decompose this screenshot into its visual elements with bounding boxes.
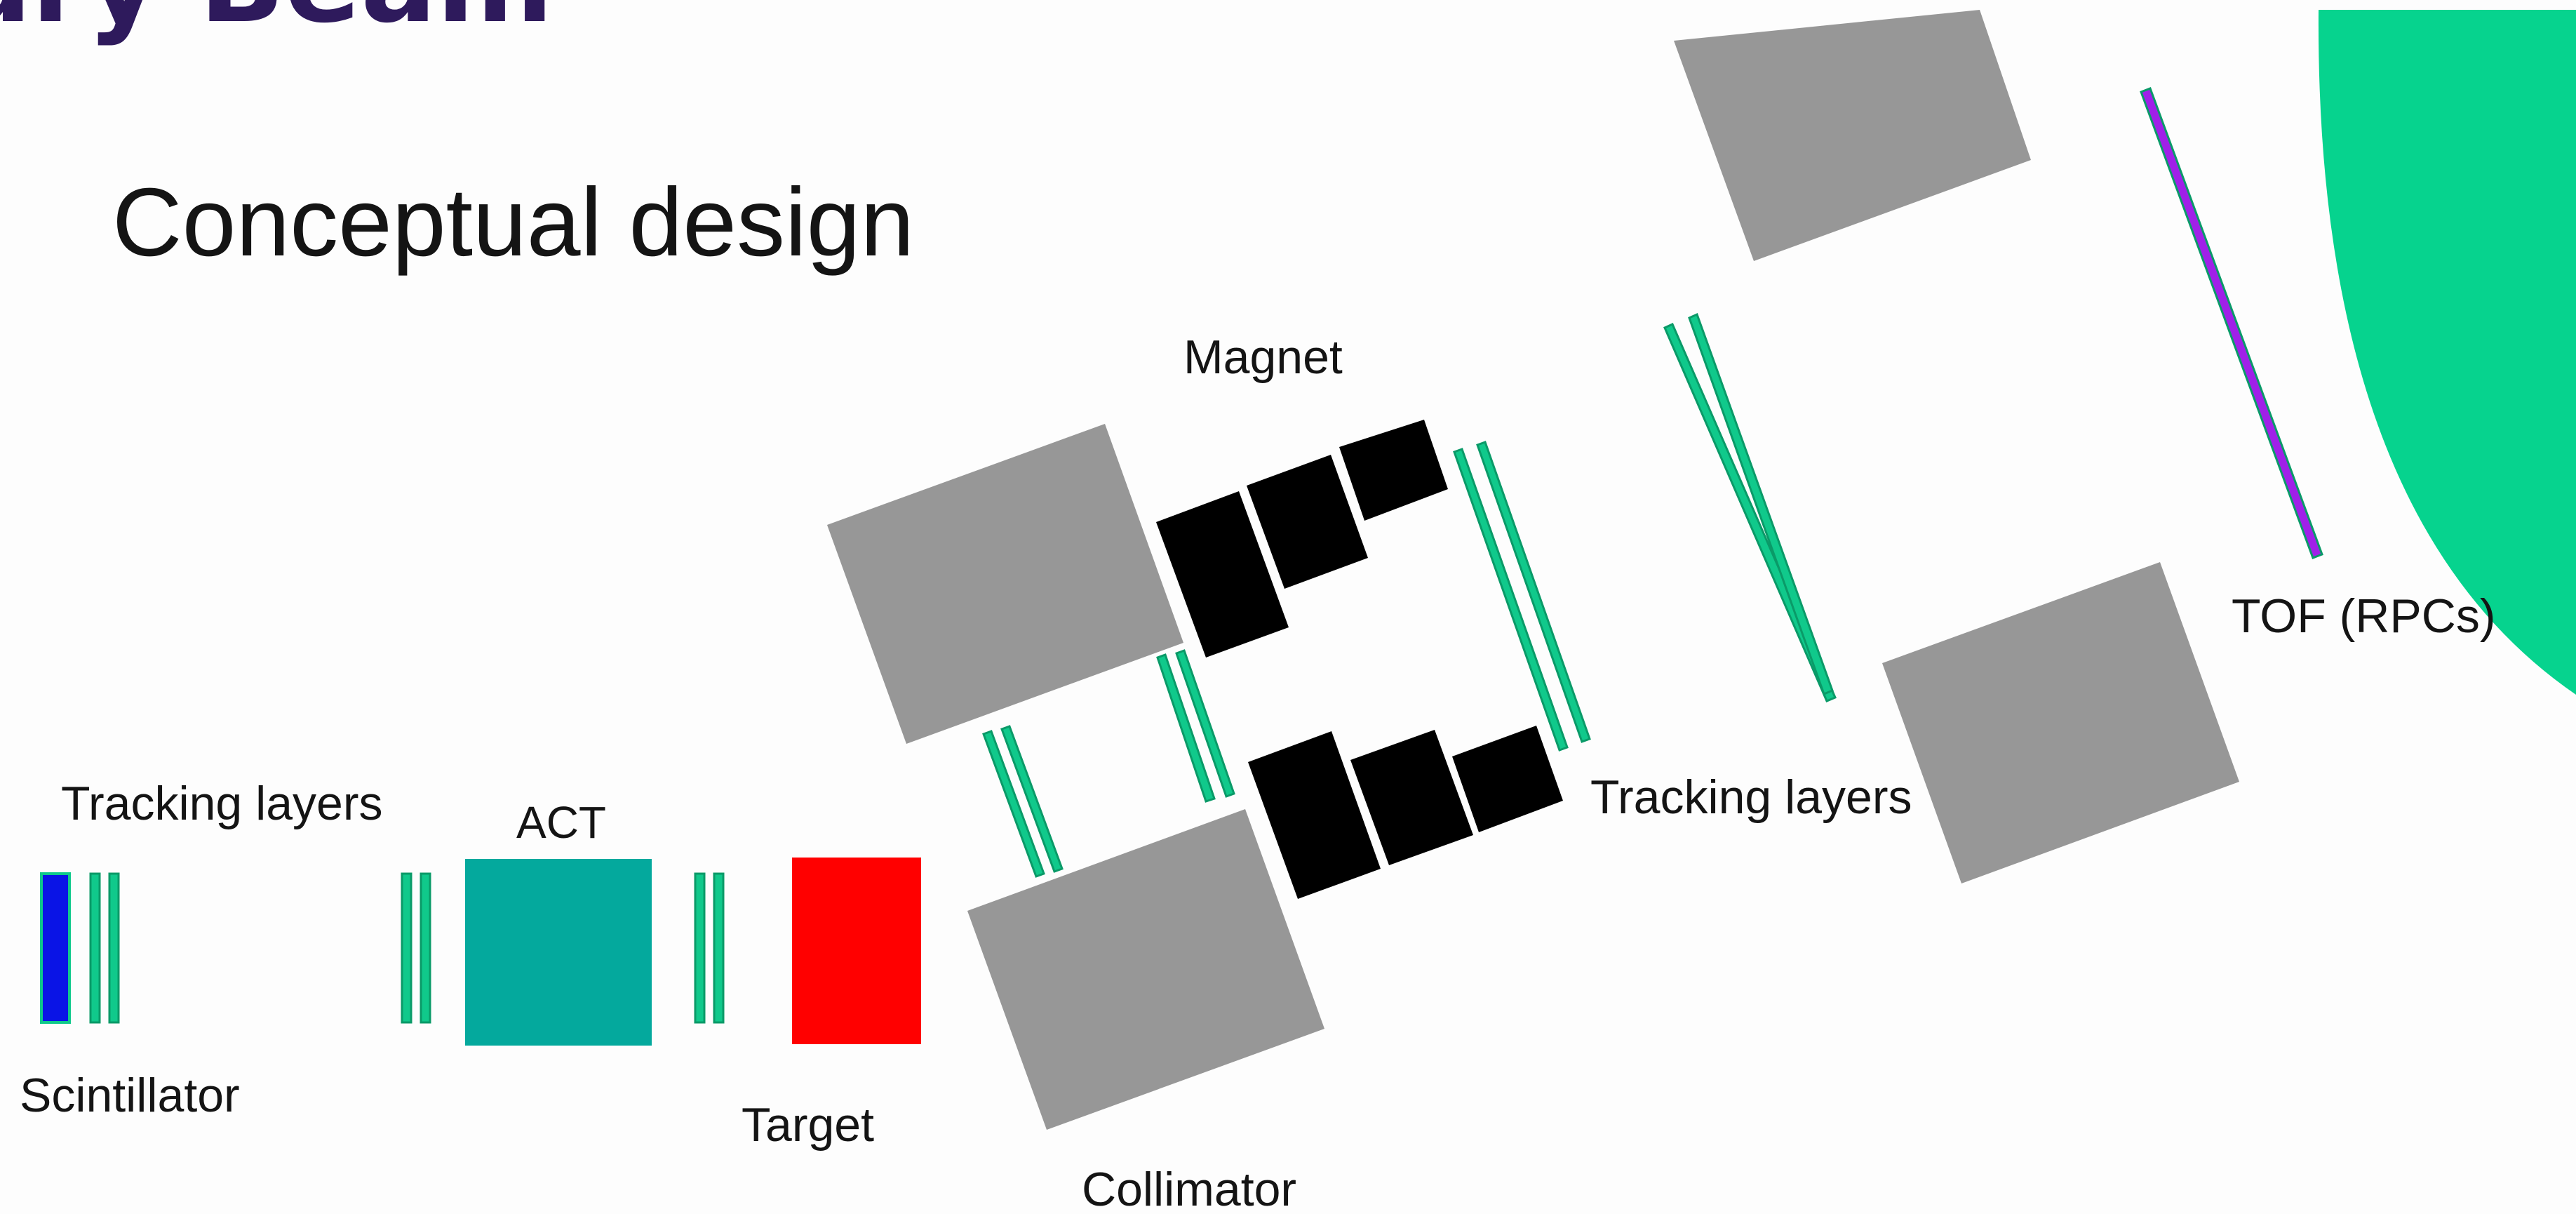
collimator-tracking-layers — [982, 649, 1235, 878]
tracking-layer — [108, 872, 120, 1024]
tracking-layer — [89, 872, 101, 1024]
tracking-layer — [694, 872, 706, 1024]
tracking-layers-left-label: Tracking layers — [61, 777, 383, 830]
tracking-layer — [982, 730, 1045, 878]
act-detector — [465, 859, 652, 1046]
magnet-coil-bottom-1 — [1248, 731, 1381, 899]
magnet-label: Magnet — [1183, 331, 1343, 384]
magnet-coil-bottom-3 — [1452, 726, 1563, 832]
scintillator-label: Scintillator — [20, 1069, 240, 1122]
tracking-layers-right-label: Tracking layers — [1590, 771, 1912, 824]
tof-rpc-plane — [2140, 87, 2323, 559]
magnet-coils — [1156, 420, 1563, 899]
magnet-coil-bottom-2 — [1350, 730, 1473, 865]
tracking-layer — [1156, 653, 1216, 803]
tof-label: TOF (RPCs) — [2232, 589, 2496, 643]
target — [792, 858, 921, 1044]
slide-header-fragment: iary Beam — [0, 0, 554, 48]
tracking-layer — [1000, 725, 1064, 873]
tracking-layer — [401, 872, 412, 1024]
scintillator — [40, 872, 71, 1024]
tracking-layer — [1688, 312, 1834, 695]
collimator-shield-lower — [967, 809, 1324, 1130]
tracking-layer — [1175, 649, 1235, 798]
collimator-shield-upper — [827, 424, 1183, 744]
slide-title: Conceptual design — [112, 168, 914, 276]
upstream-tracking-layers — [89, 872, 120, 1024]
downstream-shield-bottom — [1882, 562, 2239, 883]
target-label: Target — [742, 1098, 874, 1152]
act-label: ACT — [516, 797, 606, 848]
downstream-tracking-layers — [1663, 312, 1837, 702]
tracking-layer — [1476, 441, 1591, 743]
tracking-layer — [1453, 448, 1569, 752]
downstream-shield-top — [1674, 10, 2031, 261]
magnet-coil-top-1 — [1156, 491, 1289, 658]
pre-act-tracking-layers — [401, 872, 431, 1024]
collimator-label: Collimator — [1082, 1163, 1296, 1214]
large-detector-arc — [2318, 10, 2576, 695]
magnet-coil-top-3 — [1339, 420, 1448, 521]
post-act-tracking-layers — [694, 872, 725, 1024]
tracking-layer — [713, 872, 725, 1024]
magnet-coil-top-2 — [1247, 455, 1368, 589]
post-magnet-tracking-layers — [1453, 441, 1591, 752]
tracking-layer — [420, 872, 431, 1024]
